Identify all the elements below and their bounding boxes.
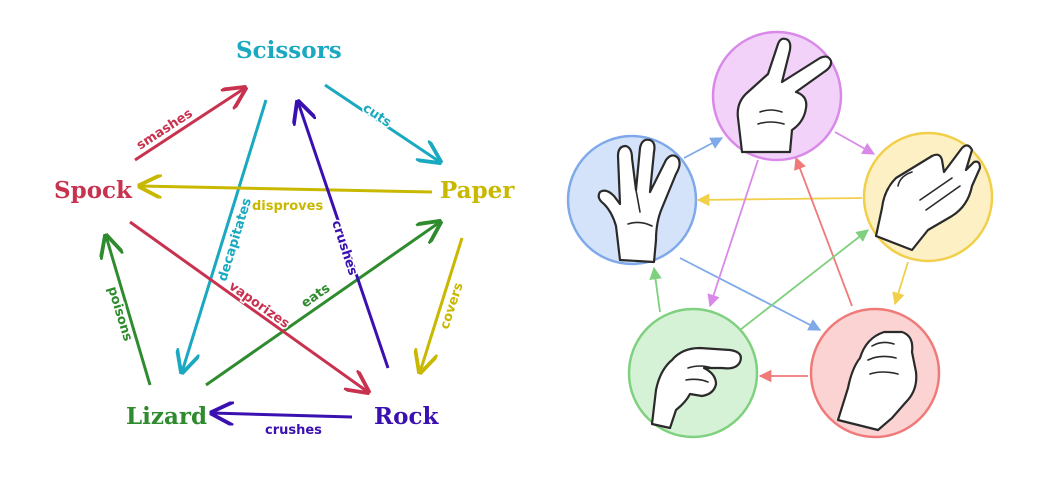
arrow-scissors-to-paper: [834, 131, 876, 155]
edge-spock-vaporizes-rock: [129, 220, 368, 392]
arrow-lizard-to-paper: [739, 229, 869, 331]
arrow-spock-to-scissors: [683, 137, 724, 159]
spock-salute-icon: [597, 138, 681, 264]
arrow-scissors-to-lizard: [707, 159, 759, 308]
left-text-diagram: cuts covers crushes poisons smashes deca…: [54, 37, 515, 440]
paper-hand-icon: [874, 144, 982, 252]
arrow-rock-to-scissors: [794, 156, 853, 307]
edge-spock-smashes-scissors: [134, 88, 245, 162]
node-scissors: Scissors: [236, 37, 342, 64]
node-paper: Paper: [440, 177, 515, 204]
edge-lizard-poisons-spock: [106, 236, 152, 386]
arrow-paper-to-spock: [696, 193, 863, 207]
arrow-lizard-to-spock: [649, 266, 662, 313]
edge-rock-crushes-lizard: [212, 413, 353, 417]
right-hand-diagram: [566, 30, 994, 439]
edge-scissors-cuts-paper: [324, 83, 440, 162]
edge-rock-crushes-scissors: [298, 102, 390, 369]
node-spock: Spock: [54, 177, 133, 204]
edge-scissors-decapitates-lizard: [182, 99, 268, 372]
verb-crushes-scissors: crushes: [328, 219, 360, 278]
verb-crushes-lizard: crushes: [265, 423, 322, 438]
edge-paper-disproves-spock: [140, 186, 433, 192]
verb-vaporizes: vaporizes: [226, 279, 293, 332]
verb-disproves: disproves: [252, 199, 323, 214]
verb-smashes: smashes: [134, 106, 196, 153]
arrow-paper-to-rock: [892, 261, 909, 306]
edge-paper-covers-rock: [420, 237, 464, 372]
scissors-hand-icon: [736, 37, 833, 154]
node-lizard: Lizard: [126, 403, 207, 430]
lizard-hand-icon: [650, 346, 742, 430]
node-rock: Rock: [374, 403, 439, 430]
edge-lizard-eats-paper: [205, 222, 440, 387]
rock-fist-icon: [836, 330, 918, 432]
arrow-spock-to-rock: [679, 257, 822, 331]
